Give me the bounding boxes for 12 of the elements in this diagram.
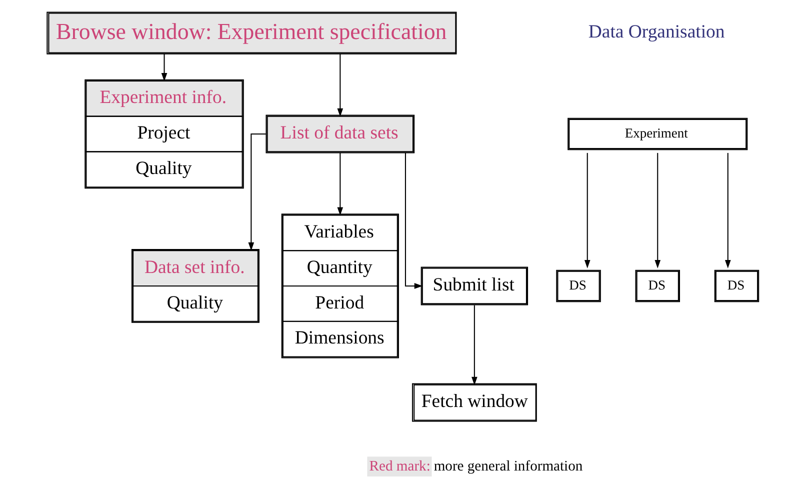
label: Data Organisation xyxy=(588,22,724,43)
arrow xyxy=(160,54,167,82)
arrow xyxy=(724,152,730,268)
arrow xyxy=(404,152,422,289)
arrow xyxy=(336,152,343,216)
arrow xyxy=(654,152,660,268)
arrow xyxy=(336,54,343,117)
label: Red mark: xyxy=(368,458,430,474)
label: more general information xyxy=(433,458,582,474)
arrow xyxy=(471,305,477,386)
arrow xyxy=(248,133,266,251)
arrow xyxy=(584,152,590,268)
